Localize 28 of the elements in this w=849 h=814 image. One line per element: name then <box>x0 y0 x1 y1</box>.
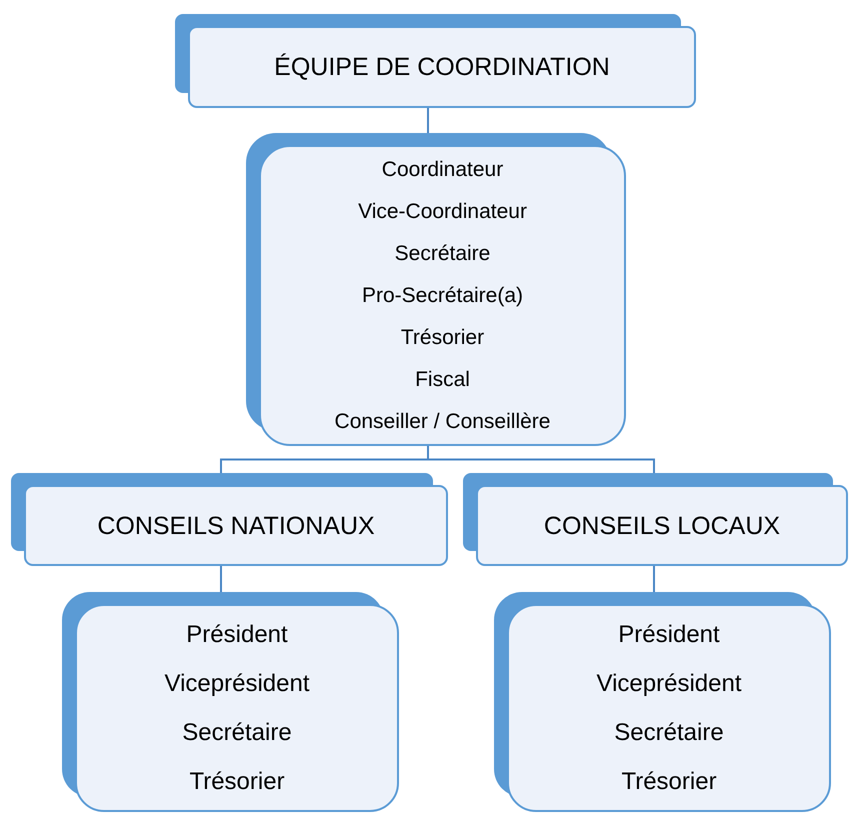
role-text: Président <box>186 620 288 650</box>
connector-line <box>653 566 655 592</box>
roles-box <box>494 592 831 812</box>
role-text: Coordinateur <box>382 156 504 182</box>
role-text: Trésorier <box>621 767 717 797</box>
roles-box <box>246 133 626 446</box>
role-text: Pro-Secrétaire(a) <box>362 282 524 308</box>
unit-title: ÉQUIPE DE COORDINATION <box>274 52 610 82</box>
role-text: Trésorier <box>400 324 484 350</box>
roles-box <box>62 592 399 812</box>
role-text: Président <box>618 620 720 650</box>
role-text: Fiscal <box>415 366 470 392</box>
role-text: Secrétaire <box>182 718 292 748</box>
connector-line <box>427 108 429 133</box>
org-unit-box <box>175 14 696 108</box>
role-text: Trésorier <box>189 767 285 797</box>
connector-line <box>220 446 429 473</box>
unit-title: CONSEILS LOCAUX <box>544 510 780 540</box>
unit-title: CONSEILS NATIONAUX <box>97 510 375 540</box>
connector-line <box>220 566 222 592</box>
role-text: Conseiller / Conseillère <box>334 408 550 434</box>
role-text: Secrétaire <box>394 240 490 266</box>
org-unit-box <box>463 473 848 566</box>
role-text: Secrétaire <box>614 718 724 748</box>
role-text: Viceprésident <box>596 669 742 699</box>
role-text: Viceprésident <box>164 669 310 699</box>
role-text: Vice-Coordinateur <box>358 198 527 224</box>
org-unit-box <box>11 473 448 566</box>
